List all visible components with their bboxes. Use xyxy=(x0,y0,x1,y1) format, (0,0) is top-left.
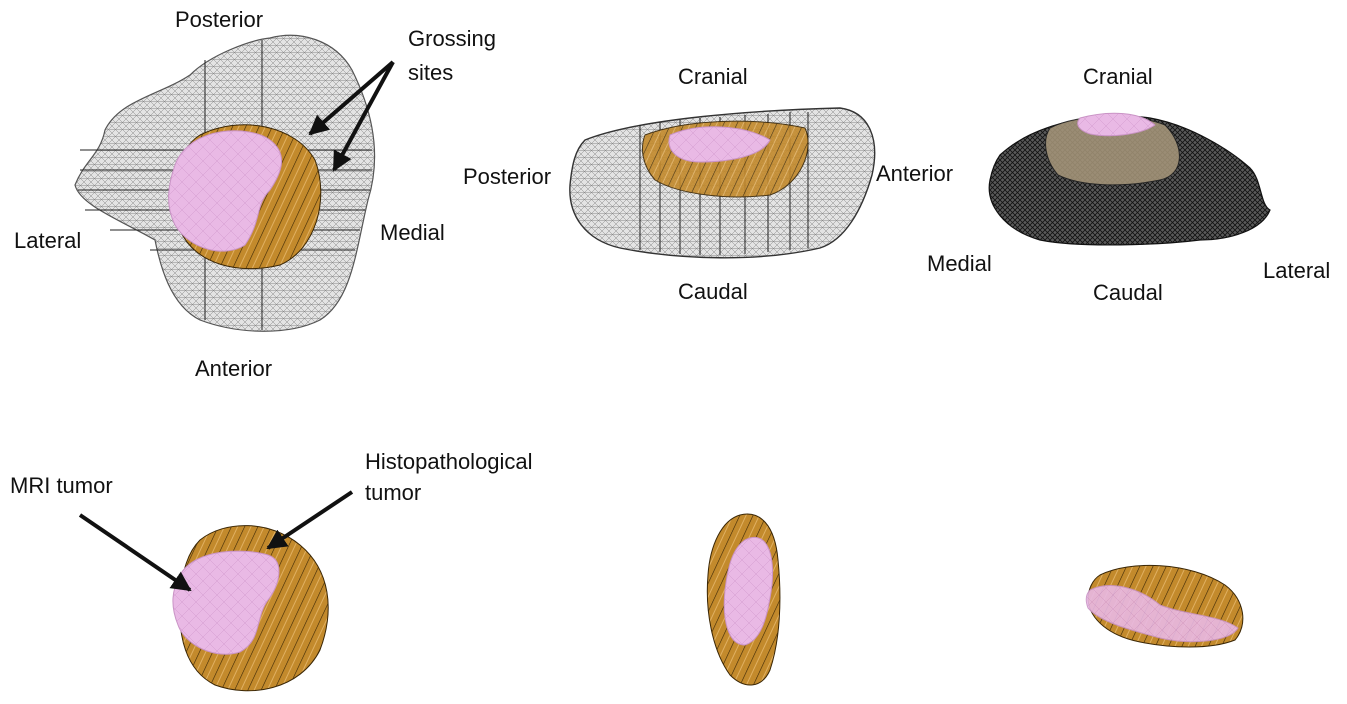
histo-tumor-arrow xyxy=(268,492,352,548)
histo-tumor-label-line2: tumor xyxy=(365,480,421,505)
sagittal-label-top: Cranial xyxy=(678,64,748,89)
sagittal-view xyxy=(570,108,875,258)
axial-label-left: Lateral xyxy=(14,228,81,253)
tumor-axial-view xyxy=(173,526,328,691)
coronal-label-right: Lateral xyxy=(1263,258,1330,283)
sagittal-label-bottom: Caudal xyxy=(678,279,748,304)
axial-label-bottom: Anterior xyxy=(195,356,272,381)
histo-tumor-label-line1: Histopathological xyxy=(365,449,533,474)
sagittal-label-left: Posterior xyxy=(463,164,551,189)
axial-label-top: Posterior xyxy=(175,7,263,32)
coronal-label-top: Cranial xyxy=(1083,64,1153,89)
grossing-callout-line2: sites xyxy=(408,60,453,85)
grossing-callout-line1: Grossing xyxy=(408,26,496,51)
mri-tumor-arrow xyxy=(80,515,190,590)
axial-label-right: Medial xyxy=(380,220,445,245)
mri-tumor-label: MRI tumor xyxy=(10,473,113,498)
tumor-coronal-view xyxy=(1086,565,1243,647)
sagittal-label-right: Anterior xyxy=(876,161,953,186)
tumor-sagittal-view xyxy=(707,514,780,685)
coronal-label-left: Medial xyxy=(927,251,992,276)
axial-view xyxy=(75,35,375,331)
coronal-label-bottom: Caudal xyxy=(1093,280,1163,305)
coronal-view xyxy=(989,113,1270,245)
